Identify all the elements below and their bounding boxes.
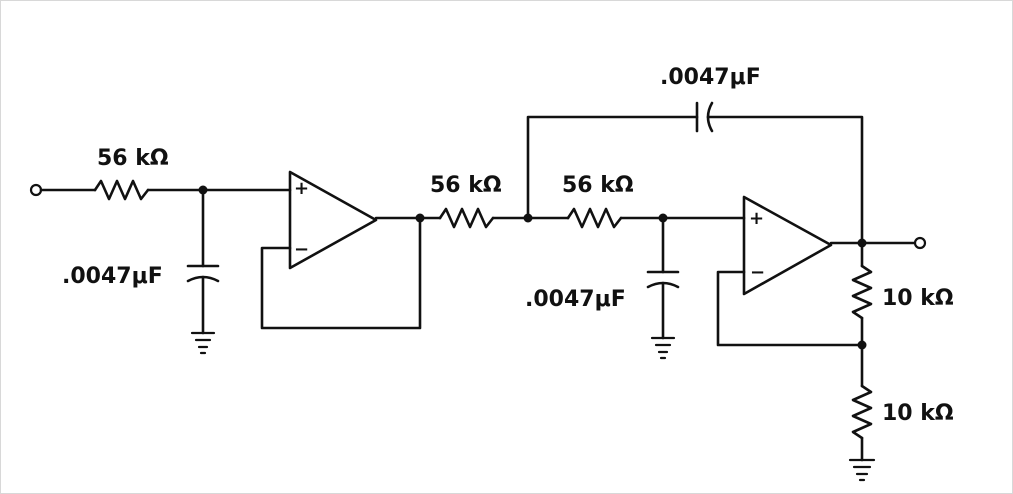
resistor-r2 (438, 207, 495, 229)
opamp-1-minus-sign: − (294, 239, 309, 260)
opamp-2-plus-sign: + (749, 208, 764, 229)
opamp-1-feedback-loop (260, 216, 422, 330)
capacitor-feedback-label: .0047μF (660, 65, 761, 90)
wire-feedback-cap-output (706, 115, 864, 245)
capacitor-c2-label: .0047μF (525, 287, 626, 312)
resistor-r1 (93, 179, 150, 201)
opamp-1 (288, 170, 378, 270)
resistor-r3-label: 56 kΩ (562, 173, 634, 198)
resistor-r4-label: 10 kΩ (882, 286, 954, 311)
capacitor-c1-label: .0047μF (62, 264, 163, 289)
opamp-2-minus-sign: − (750, 262, 765, 283)
opamp-2 (742, 195, 833, 296)
resistor-r4 (851, 264, 873, 320)
resistor-r1-label: 56 kΩ (97, 146, 169, 171)
opamp-2-feedback-wire (716, 270, 864, 347)
wire-node3-feedback-cap (526, 115, 699, 220)
resistor-r5-label: 10 kΩ (882, 401, 954, 426)
junction-node-2 (415, 213, 425, 223)
resistor-r3 (566, 207, 623, 229)
resistor-r2-label: 56 kΩ (430, 173, 502, 198)
ground-symbol-2 (650, 336, 676, 360)
ground-symbol-3 (848, 458, 876, 482)
resistor-r5 (851, 384, 873, 440)
input-terminal[interactable] (29, 183, 43, 197)
ground-symbol-1 (190, 331, 216, 355)
output-terminal[interactable] (913, 236, 927, 250)
opamp-1-plus-sign: + (294, 178, 309, 199)
